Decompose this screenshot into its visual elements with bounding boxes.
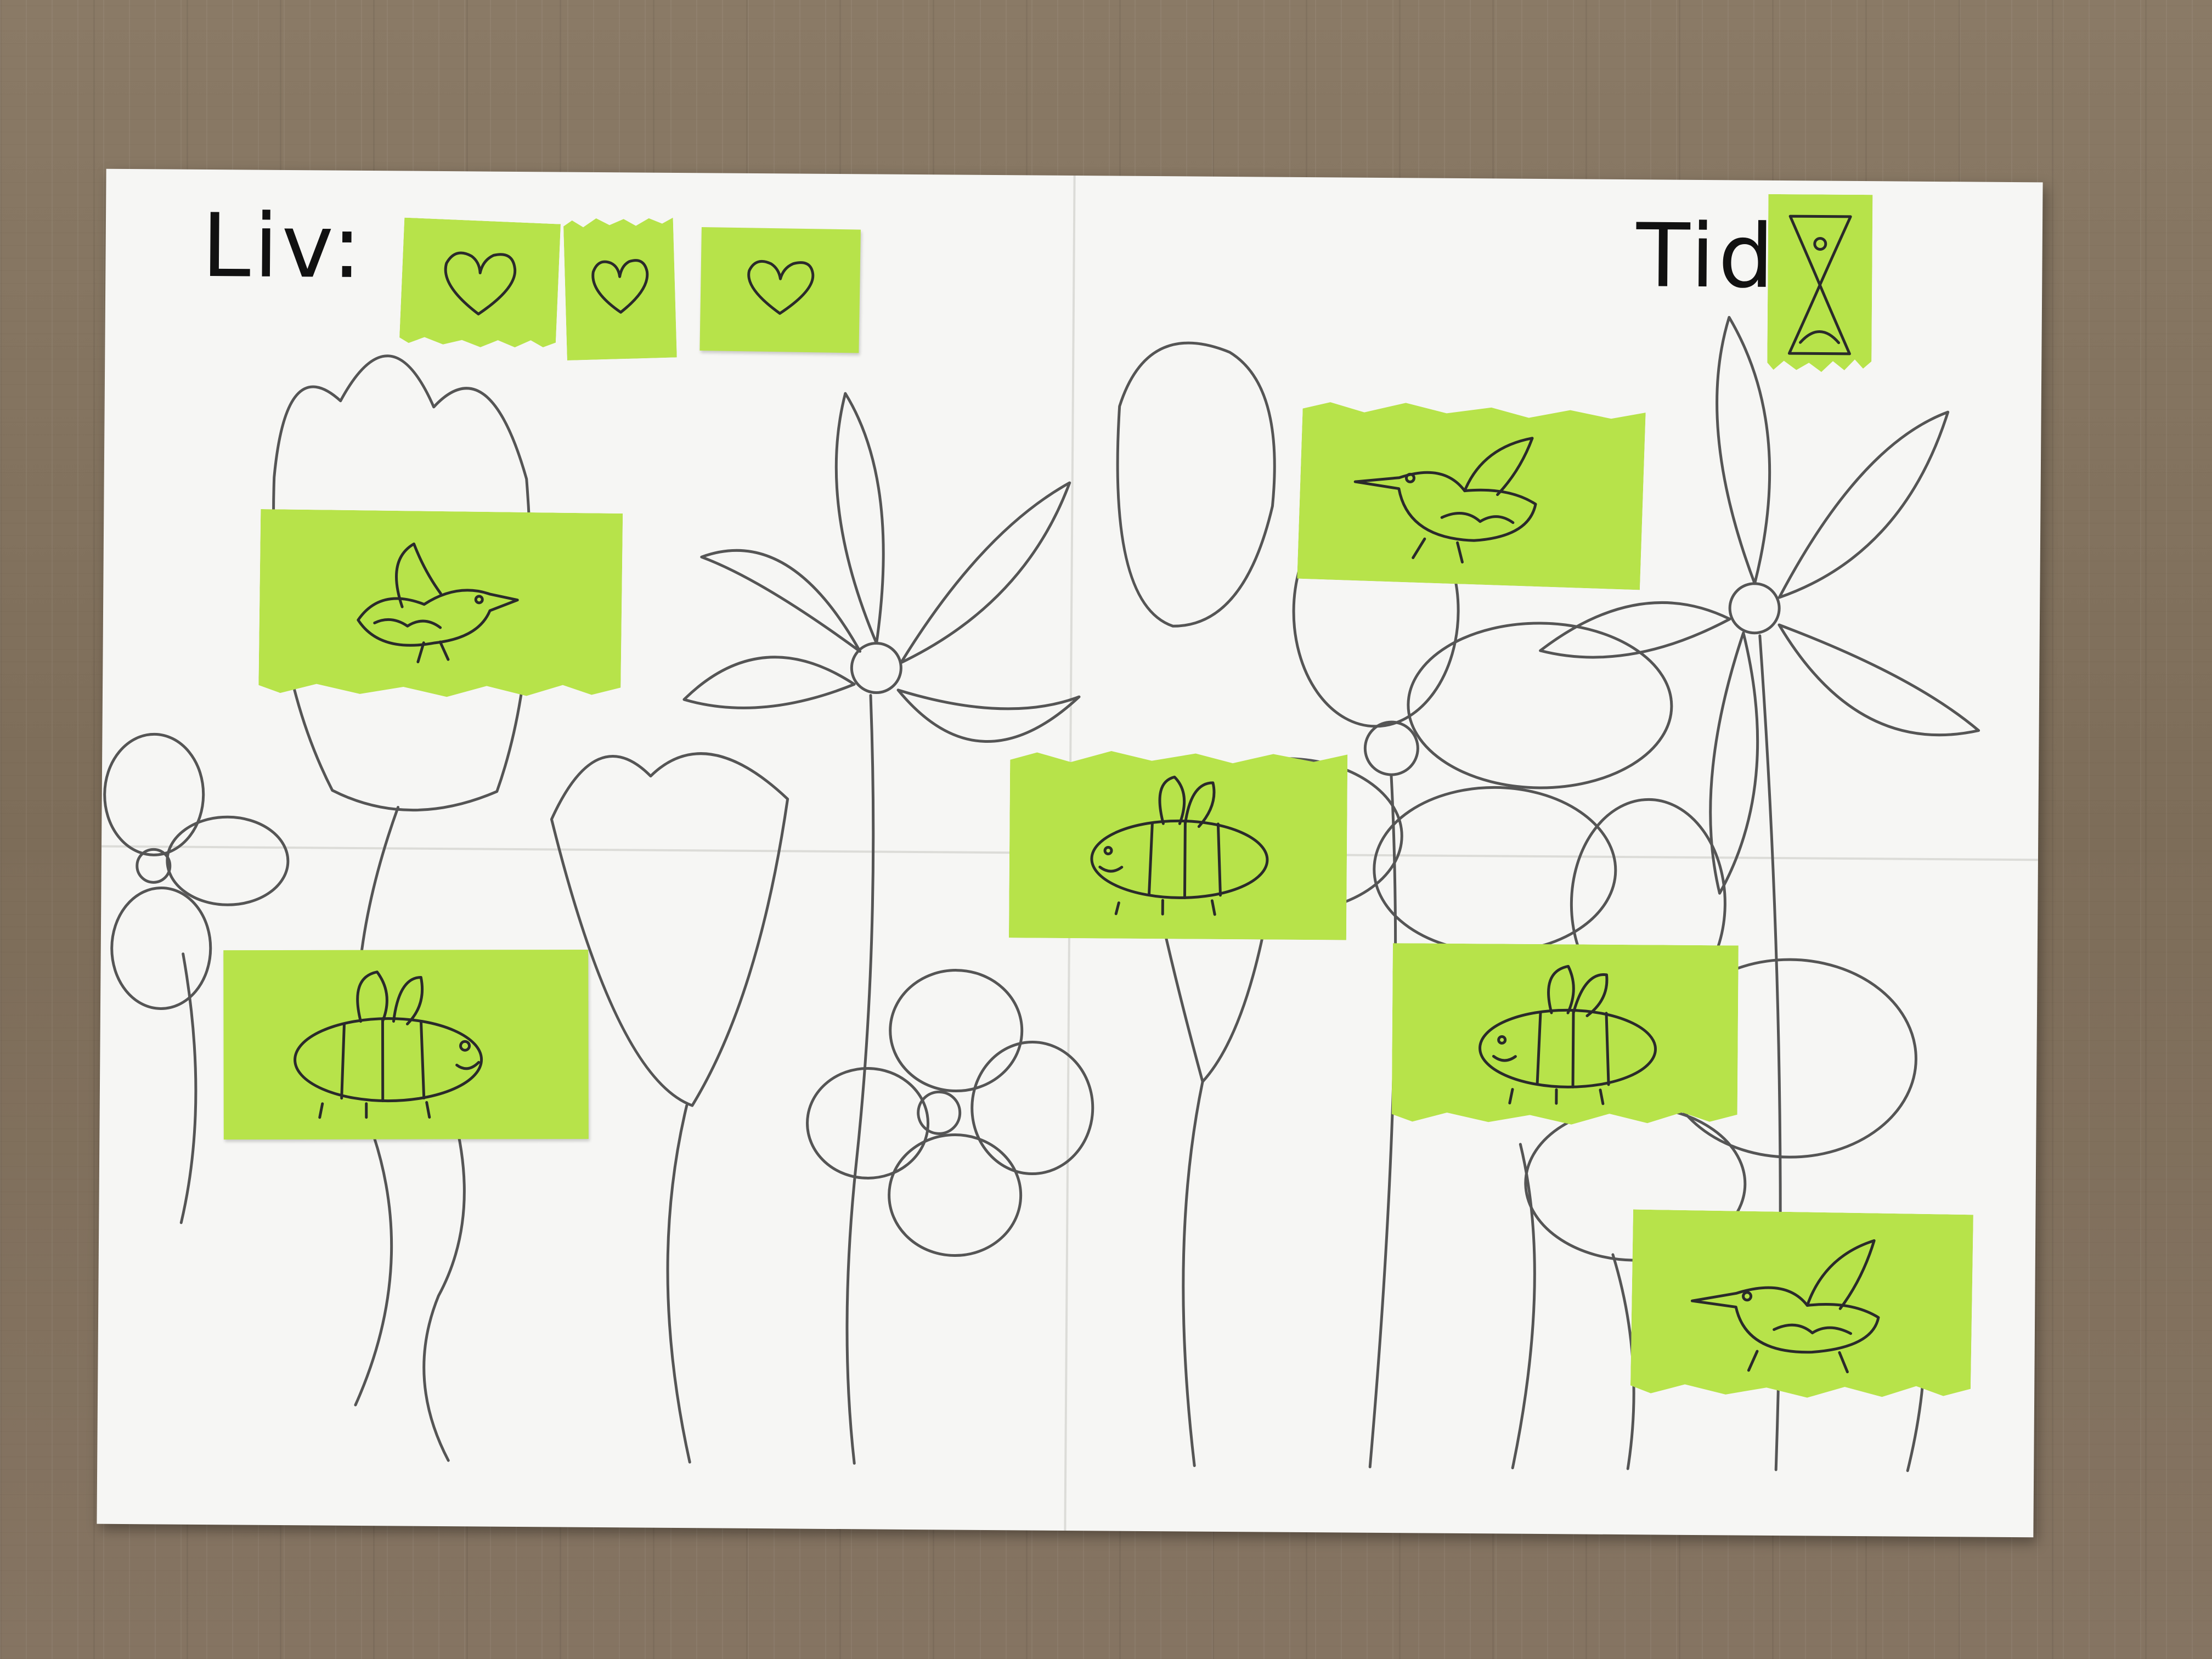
bird-card-2 xyxy=(1297,398,1646,590)
bird-icon xyxy=(258,509,623,703)
heart-icon xyxy=(399,218,561,353)
heart-icon xyxy=(747,259,815,315)
tulip-middle xyxy=(550,752,789,1464)
bird-icon xyxy=(1297,398,1646,590)
life-heart-3 xyxy=(699,227,861,353)
bird-card-3 xyxy=(1630,1209,1973,1404)
small-flower-left xyxy=(103,732,290,1224)
time-hourglass xyxy=(1767,194,1872,376)
life-heart-2 xyxy=(563,215,677,360)
lives-label: Liv: xyxy=(201,194,365,298)
star-flower-center xyxy=(682,392,1081,1465)
bee-card-1 xyxy=(1009,748,1347,940)
hourglass-icon xyxy=(1767,194,1872,376)
bee-icon xyxy=(1009,748,1347,940)
bee-card-2 xyxy=(223,949,589,1140)
bee-card-3 xyxy=(1392,943,1739,1129)
bee-icon xyxy=(1392,943,1739,1129)
heart-icon xyxy=(563,215,677,360)
bee-icon xyxy=(294,970,483,1119)
bird-card-1 xyxy=(258,509,623,703)
star-flower-right xyxy=(1539,315,1980,1471)
bird-icon xyxy=(1630,1209,1973,1404)
life-heart-1 xyxy=(399,218,561,353)
paper-game-board: Liv: Tid: xyxy=(97,168,2043,1538)
flower-bottom-center xyxy=(806,969,1094,1257)
